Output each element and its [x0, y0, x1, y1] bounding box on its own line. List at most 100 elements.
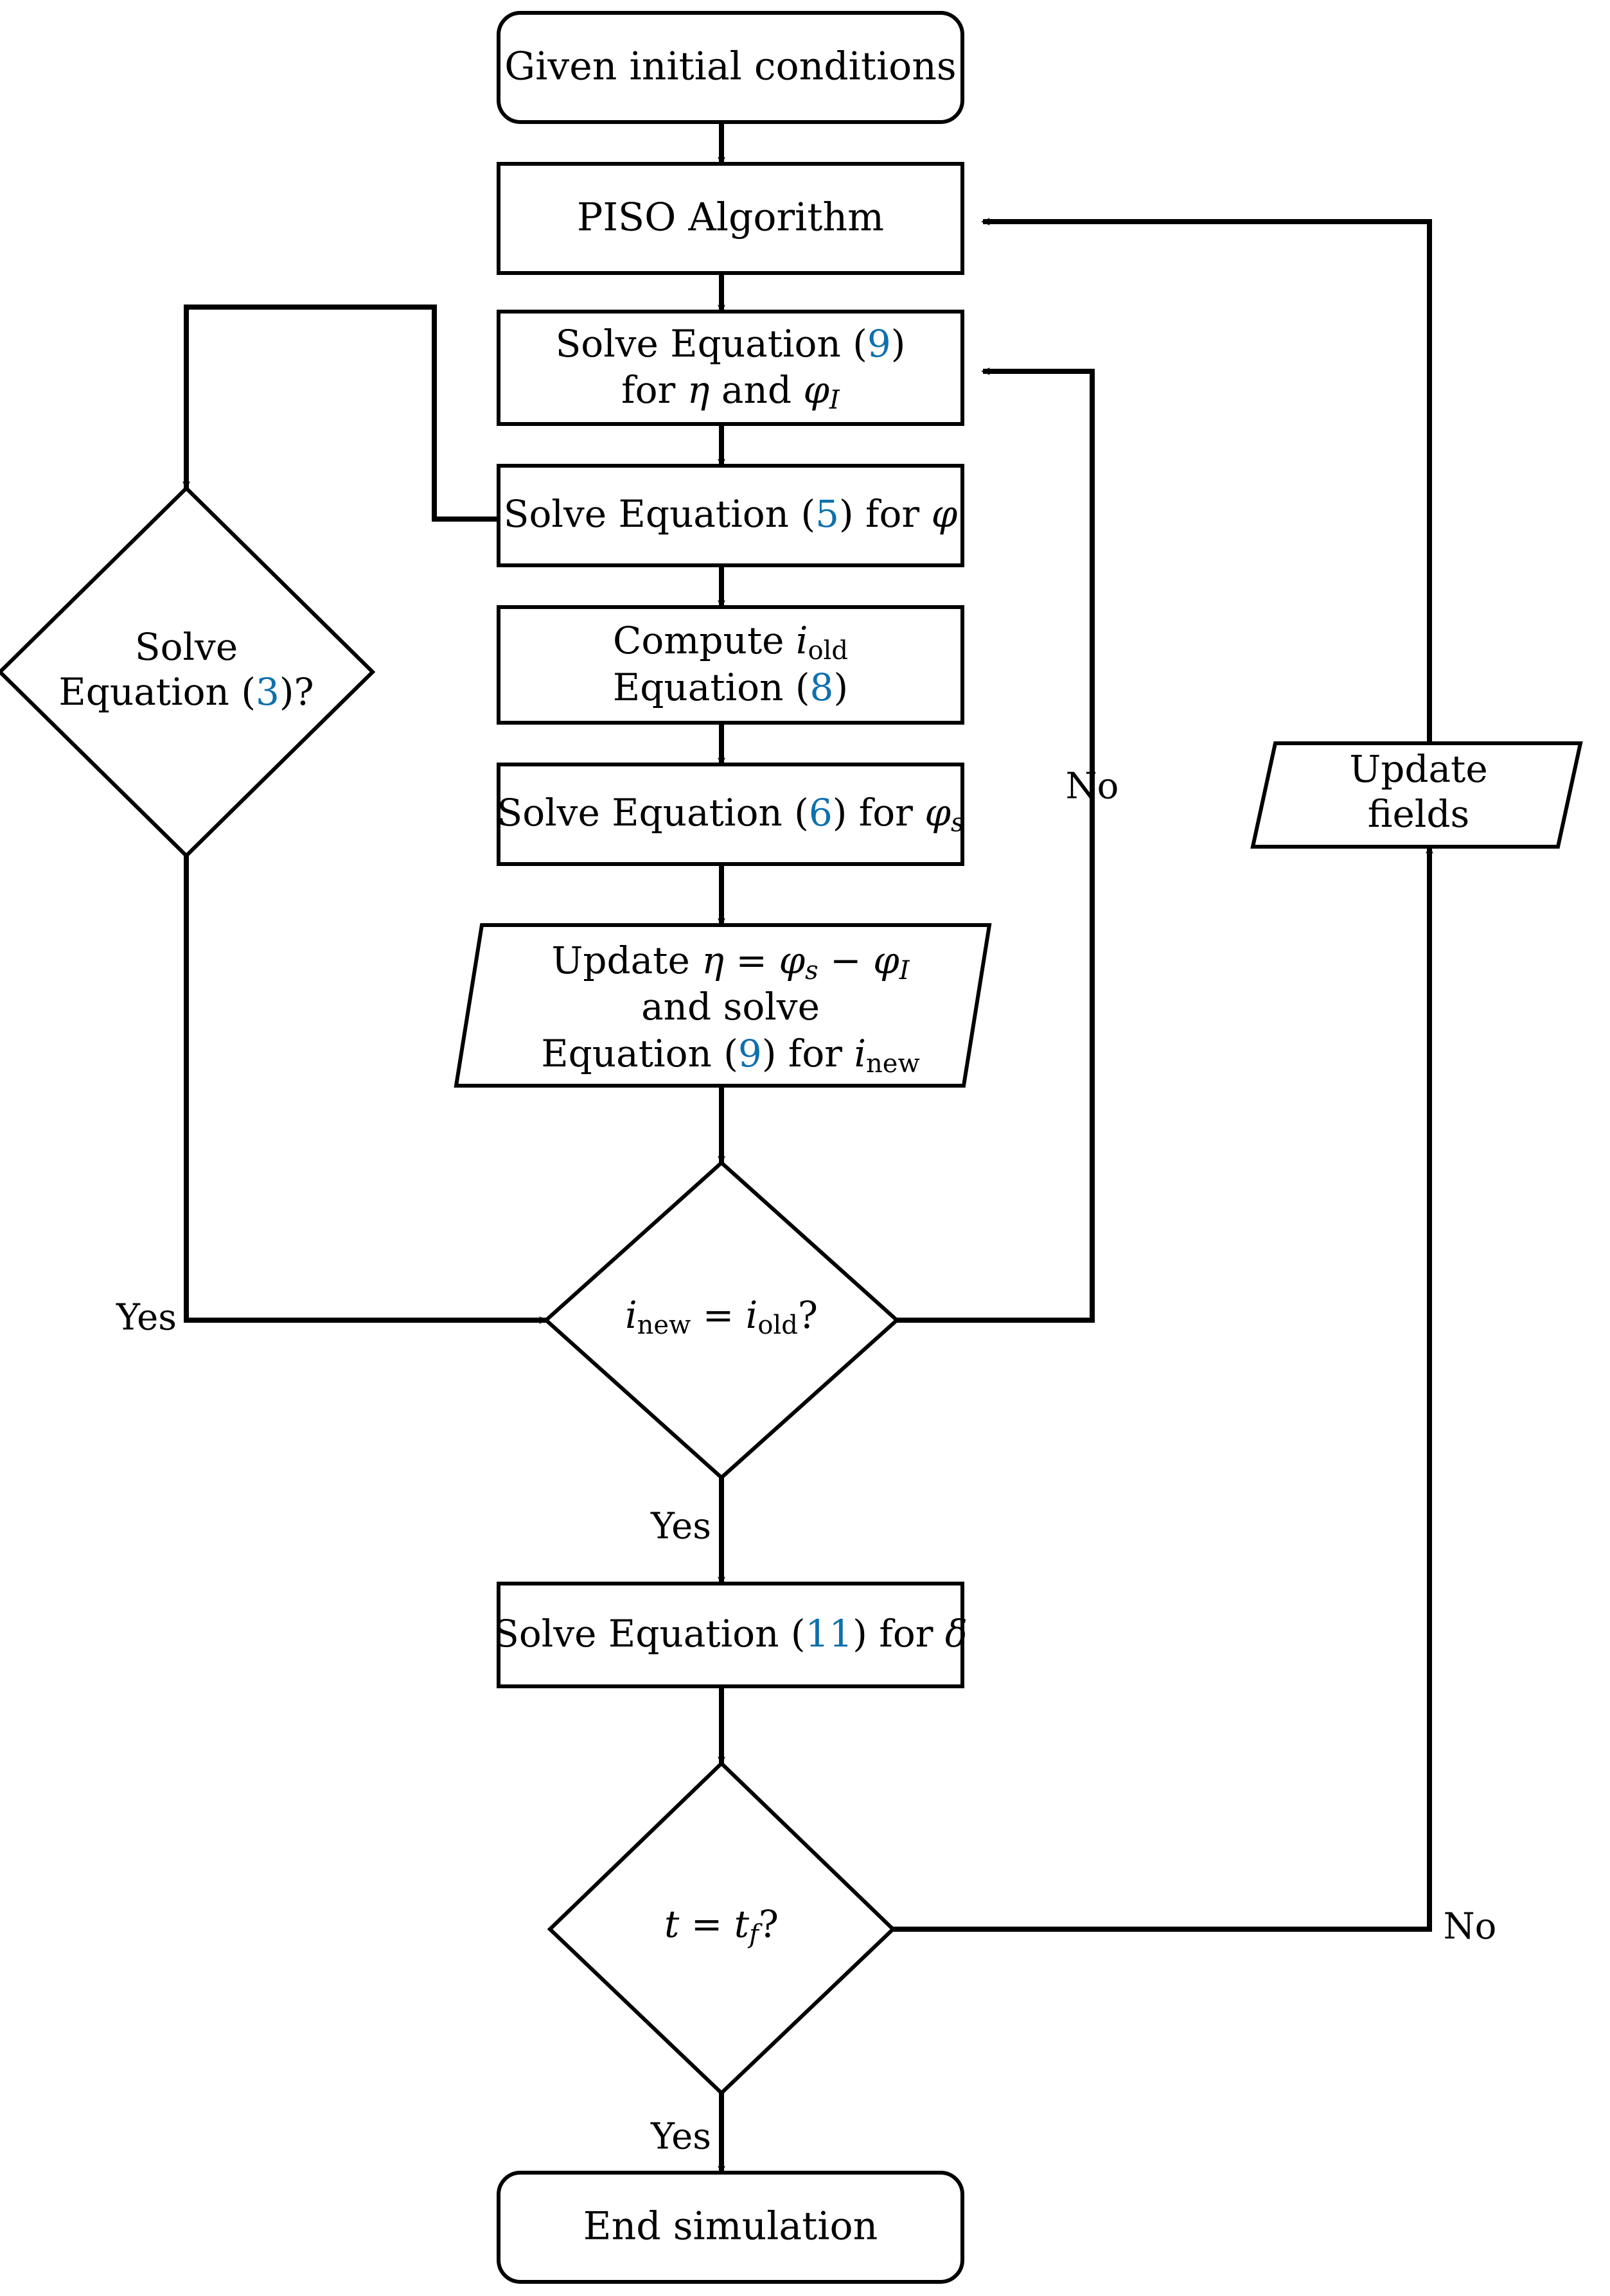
eq9-line1-pre: Solve Equation ( [556, 322, 867, 366]
decide-tf-question: ? [759, 1902, 779, 1946]
update-fields-line1: Update [1349, 747, 1487, 791]
decide-inew-shape [543, 1160, 900, 1481]
compute-i-symbol: i [796, 619, 808, 662]
node-solve-eq5-phi[interactable]: Solve Equation (5) for φ [497, 464, 964, 567]
edge-label-tf-no: No [1444, 1906, 1497, 1948]
update-fields-shape [1250, 741, 1583, 849]
eq11-label: Solve Equation (11) for δ [493, 1612, 968, 1656]
update-eta-eq-post: ) for [762, 1032, 854, 1075]
decide-tf-equals: = [679, 1902, 734, 1946]
node-solve-eq9-eta-phii[interactable]: Solve Equation (9) for η and φI [497, 310, 964, 426]
decide-inew-i2: i [746, 1293, 758, 1337]
edge-label-tf-yes: Yes [650, 2116, 711, 2158]
compute-i-subscript: old [808, 636, 847, 666]
decide-inew-equals: = [691, 1293, 745, 1337]
decide-tf-t1: t [664, 1902, 680, 1946]
eq6-post: ) for [833, 791, 925, 835]
node-piso-algorithm[interactable]: PISO Algorithm [497, 162, 964, 275]
edge-label-inew-no: No [1066, 766, 1119, 808]
eq9-phi-subscript: I [829, 385, 840, 415]
node-decide-solve-eq3[interactable]: Solve Equation (3)? [0, 485, 376, 859]
update-eta-phii-subscript: I [899, 956, 910, 985]
decide-eq3-num: 3 [256, 670, 279, 714]
node-start[interactable]: Given initial conditions [497, 11, 964, 124]
eq9-eta-symbol: η [687, 368, 710, 412]
update-eta-phii-symbol: φ [873, 939, 899, 982]
node-decide-inew-equals-iold[interactable]: inew = iold? [543, 1160, 900, 1481]
node-compute-iold[interactable]: Compute iold Equation (8) [497, 605, 964, 725]
eq5-shape [497, 464, 964, 567]
update-eta-shape [454, 923, 992, 1088]
edge-label-inew-yes: Yes [650, 1506, 711, 1548]
decide-eq3-line1: Solve [135, 625, 238, 669]
eq5-label: Solve Equation (5) for φ [504, 492, 958, 536]
piso-shape [497, 162, 964, 275]
eq6-pre: Solve Equation ( [497, 791, 808, 835]
eq9-line1-post: ) [891, 322, 906, 366]
eq9-line2-mid: and [709, 368, 803, 412]
eq6-num: 6 [809, 791, 833, 835]
start-shape [497, 11, 964, 124]
eq6-phi-symbol: φ [924, 791, 951, 835]
update-eta-line1: Update η = φs − φI [551, 939, 910, 985]
update-eta-minus: − [818, 939, 873, 982]
eq11-num: 11 [805, 1612, 853, 1656]
decide-inew-question: ? [798, 1293, 818, 1337]
update-eta-phis-symbol: φ [779, 939, 805, 982]
eq11-post: ) for [853, 1612, 945, 1656]
edge-label-eq3-yes: Yes [116, 1297, 177, 1339]
compute-line1: Compute iold [613, 619, 848, 666]
decide-eq3-shape [0, 485, 376, 859]
decide-eq3-pre: Equation ( [58, 670, 256, 714]
update-eta-eq-pre: Equation ( [541, 1032, 738, 1075]
update-eta-phis-subscript: s [805, 956, 818, 985]
update-eta-pre: Update [551, 939, 702, 982]
decide-inew-sub2: old [757, 1311, 797, 1340]
start-label: Given initial conditions [504, 44, 956, 89]
compute-eq-num: 8 [810, 666, 834, 709]
decide-tf-shape [547, 1760, 896, 2096]
node-solve-eq6-phis[interactable]: Solve Equation (6) for φs [497, 763, 964, 866]
eq6-label: Solve Equation (6) for φs [497, 791, 964, 838]
edge-eq5-to-decideeq3 [182, 305, 499, 522]
update-eta-equals: = [724, 939, 779, 982]
edge-decidetf-no-to-updatefields [893, 845, 1433, 1932]
node-end-simulation[interactable]: End simulation [497, 2171, 964, 2284]
eq5-pre: Solve Equation ( [504, 492, 815, 536]
node-update-eta[interactable]: Update η = φs − φI and solve Equation (9… [454, 923, 992, 1088]
compute-eq-pre: Equation ( [613, 666, 810, 709]
update-eta-inew-subscript: new [866, 1049, 920, 1079]
decide-tf-t2: t [734, 1902, 750, 1946]
compute-eq-post: ) [833, 666, 848, 709]
update-eta-inew-symbol: i [854, 1032, 866, 1075]
end-shape [497, 2171, 964, 2284]
decide-eq3-line2: Equation (3)? [58, 670, 314, 714]
compute-line2: Equation (8) [613, 666, 848, 709]
update-eta-eta-symbol: η [702, 939, 724, 982]
decide-tf-label: t = tf? [664, 1902, 779, 1949]
eq9-line1: Solve Equation (9) [556, 322, 906, 366]
edge-updatefields-to-piso [981, 218, 1432, 743]
update-eta-line3: Equation (9) for inew [541, 1032, 919, 1079]
node-solve-eq11-delta[interactable]: Solve Equation (11) for δ [493, 1582, 968, 1688]
eq5-post: ) for [839, 492, 932, 536]
update-eta-eq-num: 9 [738, 1032, 762, 1075]
decide-inew-sub1: new [637, 1311, 691, 1340]
end-label: End simulation [583, 2204, 878, 2249]
eq9-phi-symbol: φ [803, 368, 829, 412]
decide-inew-label: inew = iold? [625, 1293, 818, 1340]
decide-eq3-post: )? [279, 670, 314, 714]
eq6-phi-subscript: s [951, 808, 964, 838]
eq9-line2: for η and φI [621, 368, 840, 415]
eq5-phi-symbol: φ [932, 492, 958, 536]
eq11-shape [497, 1582, 964, 1688]
decide-inew-i1: i [625, 1293, 637, 1337]
eq5-num: 5 [815, 492, 839, 536]
node-update-fields[interactable]: Update fields [1250, 741, 1583, 849]
update-eta-line2: and solve [641, 985, 820, 1029]
eq9-shape [497, 310, 964, 426]
node-decide-t-equals-tf[interactable]: t = tf? [547, 1760, 896, 2096]
compute-shape [497, 605, 964, 725]
